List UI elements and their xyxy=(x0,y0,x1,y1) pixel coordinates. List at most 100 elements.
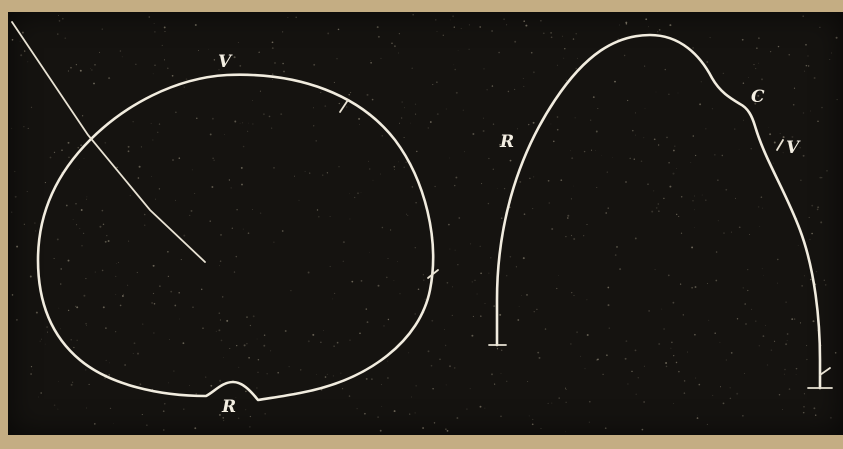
speckle-dot xyxy=(284,330,287,332)
speckle-dot xyxy=(119,304,122,307)
speckle-dot xyxy=(40,392,43,394)
speckle-dot xyxy=(183,408,185,410)
speckle-dot xyxy=(759,225,761,227)
speckle-dot xyxy=(60,268,62,270)
speckle-dot xyxy=(155,198,156,200)
speckle-dot xyxy=(150,123,152,124)
speckle-dot xyxy=(60,328,62,330)
speckle-dot xyxy=(436,81,438,83)
speckle-dot xyxy=(231,227,233,229)
speckle-dot xyxy=(210,384,213,387)
speckle-dot xyxy=(350,92,352,94)
speckle-dot xyxy=(741,38,744,41)
speckle-dot xyxy=(571,157,574,160)
speckle-dot xyxy=(803,275,805,277)
speckle-dot xyxy=(551,402,553,404)
speckle-dot xyxy=(643,137,645,139)
speckle-dot xyxy=(692,47,694,49)
speckle-dot xyxy=(393,45,396,48)
speckle-dot xyxy=(824,284,827,286)
speckle-dot xyxy=(817,120,819,123)
speckle-dot xyxy=(802,112,805,114)
speckle-dot xyxy=(79,169,80,170)
speckle-dot xyxy=(809,238,811,240)
speckle-dot xyxy=(115,294,117,295)
speckle-dot xyxy=(424,312,426,313)
speckle-dot xyxy=(439,358,441,361)
speckle-dot xyxy=(414,103,417,105)
speckle-dot xyxy=(189,384,191,386)
speckle-dot xyxy=(577,57,578,59)
speckle-dot xyxy=(172,159,174,161)
speckle-dot xyxy=(211,117,214,120)
speckle-dot xyxy=(236,344,238,347)
speckle-dot xyxy=(85,369,87,371)
speckle-dot xyxy=(449,365,451,368)
speckle-dot xyxy=(333,81,335,83)
speckle-dot xyxy=(242,145,245,148)
speckle-dot xyxy=(547,402,549,404)
speckle-dot xyxy=(734,128,736,130)
speckle-dot xyxy=(280,113,283,115)
speckle-dot xyxy=(667,274,670,277)
speckle-dot xyxy=(813,407,816,410)
speckle-dot xyxy=(139,383,142,386)
speckle-dot xyxy=(629,157,631,160)
speckle-dot xyxy=(348,94,350,96)
speckle-dot xyxy=(484,407,486,409)
speckle-dot xyxy=(655,91,657,93)
speckle-dot xyxy=(248,356,250,359)
speckle-dot xyxy=(34,222,36,224)
speckle-dot xyxy=(185,78,188,80)
speckle-dot xyxy=(492,168,494,170)
speckle-dot xyxy=(148,16,151,18)
speckle-dot xyxy=(167,275,170,278)
speckle-dot xyxy=(268,115,271,118)
speckle-dot xyxy=(288,366,290,368)
speckle-dot xyxy=(604,427,607,430)
speckle-dot xyxy=(433,422,436,424)
speckle-dot xyxy=(452,15,454,18)
speckle-dot xyxy=(256,387,258,389)
speckle-dot xyxy=(656,31,659,33)
speckle-dot xyxy=(312,333,315,336)
speckle-dot xyxy=(637,377,639,379)
speckle-dot xyxy=(693,209,695,211)
speckle-dot xyxy=(570,150,572,152)
speckle-dot xyxy=(682,314,684,316)
speckle-dot xyxy=(354,196,356,199)
speckle-dot xyxy=(806,358,808,361)
speckle-dot xyxy=(791,318,794,321)
speckle-dot xyxy=(758,345,760,347)
label-right-v: V xyxy=(786,138,801,158)
speckle-dot xyxy=(558,397,560,399)
speckle-dot xyxy=(342,260,344,262)
speckle-dot xyxy=(307,340,310,343)
speckle-dot xyxy=(738,226,741,229)
speckle-dot xyxy=(326,172,329,174)
speckle-dot xyxy=(476,293,478,295)
speckle-dot xyxy=(715,251,718,253)
speckle-dot xyxy=(528,123,530,126)
speckle-dot xyxy=(72,219,74,220)
speckle-dot xyxy=(550,123,552,125)
speckle-dot xyxy=(293,175,296,177)
speckle-dot xyxy=(324,105,327,107)
speckle-dot xyxy=(386,276,388,279)
speckle-dot xyxy=(528,415,530,417)
speckle-dot xyxy=(152,73,154,75)
speckle-dot xyxy=(550,36,553,39)
speckle-dot xyxy=(506,380,508,382)
speckle-dot xyxy=(695,377,697,379)
speckle-dot xyxy=(234,120,237,123)
speckle-dot xyxy=(632,129,634,132)
speckle-dot xyxy=(730,231,732,233)
speckle-dot xyxy=(517,128,518,130)
speckle-dot xyxy=(422,274,424,276)
speckle-dot xyxy=(241,183,243,186)
speckle-dot xyxy=(829,416,832,419)
speckle-dot xyxy=(758,62,760,64)
speckle-dot xyxy=(812,320,815,323)
speckle-dot xyxy=(320,341,322,343)
speckle-dot xyxy=(714,154,716,156)
